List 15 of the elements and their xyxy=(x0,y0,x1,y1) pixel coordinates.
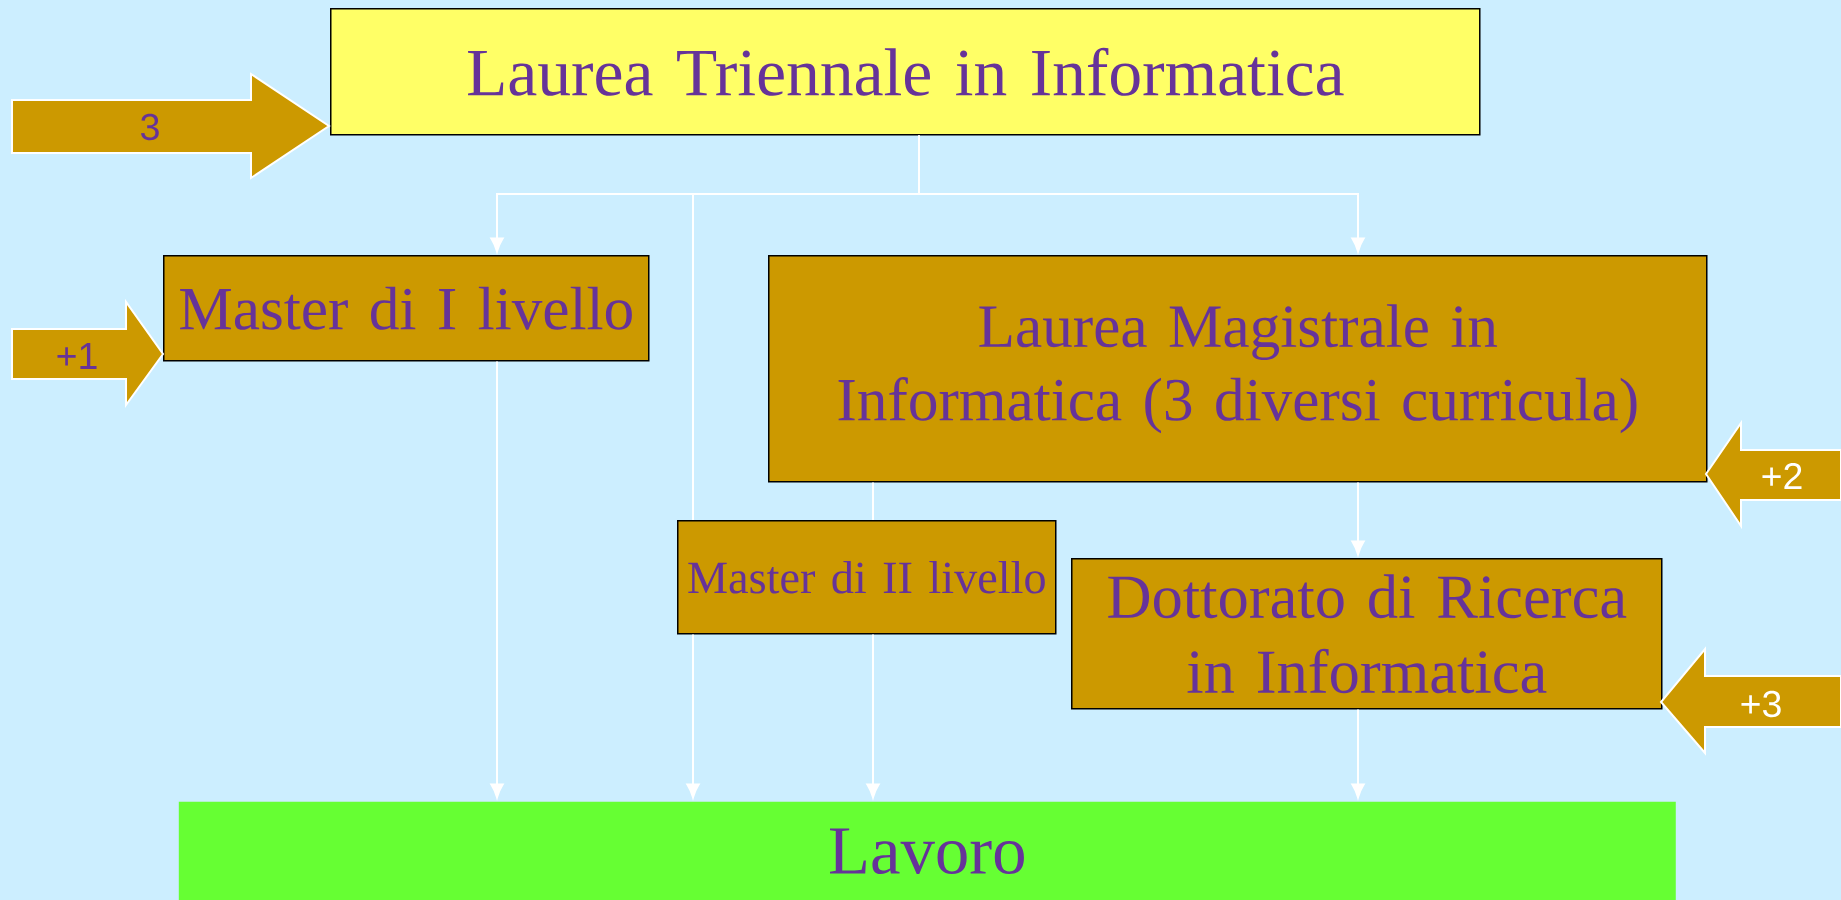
process-box: Laurea Magistrale in Informatica (3 diversi curricula) xyxy=(768,255,1708,483)
connector xyxy=(1351,481,1365,556)
process-box: Dottorato di Ricerca in Informatica xyxy=(1071,558,1663,710)
connector xyxy=(692,134,920,521)
node-label: +2 xyxy=(1762,462,1802,490)
connector xyxy=(490,360,504,799)
node-label: +3 xyxy=(1741,690,1781,718)
connector xyxy=(1351,708,1365,799)
result-bar: Lavoro xyxy=(178,801,1676,900)
connector xyxy=(866,633,880,799)
connector xyxy=(872,481,874,521)
process-box: Master di I livello xyxy=(163,255,650,362)
connector xyxy=(686,633,700,799)
title-box: Laurea Triennale in Informatica xyxy=(330,8,1481,136)
process-box: Master di II livello xyxy=(677,520,1057,635)
